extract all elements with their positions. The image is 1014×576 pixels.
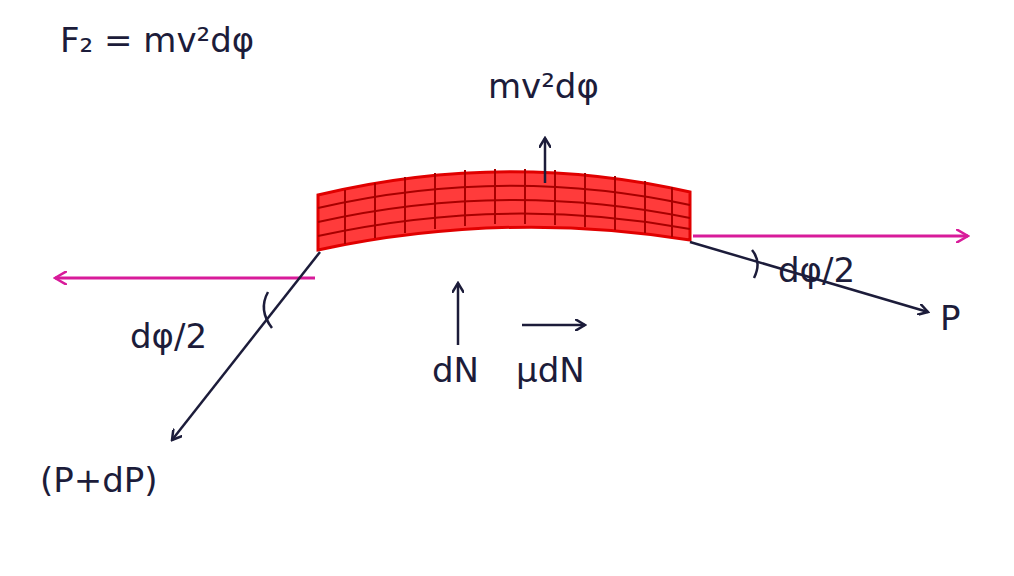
angle-arc-left <box>264 292 272 328</box>
force-label: P <box>940 300 961 337</box>
force-label: (P+dP) <box>40 462 158 499</box>
angle-arc-right <box>752 250 758 278</box>
angle-label: dφ/2 <box>778 252 855 289</box>
force-label: mv²dφ <box>488 68 599 105</box>
force-equation: F₂ = mv²dφ <box>60 22 254 59</box>
friction-force-arrow <box>522 324 585 327</box>
tension-p-arrow <box>690 242 928 312</box>
tension-arrow-left <box>55 277 315 280</box>
belt-element <box>318 169 690 250</box>
force-label: μdN <box>516 352 585 389</box>
centrifugal-force-arrow <box>544 138 547 183</box>
tension-arrow-right <box>693 235 968 238</box>
force-label: dN <box>432 352 479 389</box>
normal-force-arrow <box>457 283 460 345</box>
angle-label: dφ/2 <box>130 318 207 355</box>
